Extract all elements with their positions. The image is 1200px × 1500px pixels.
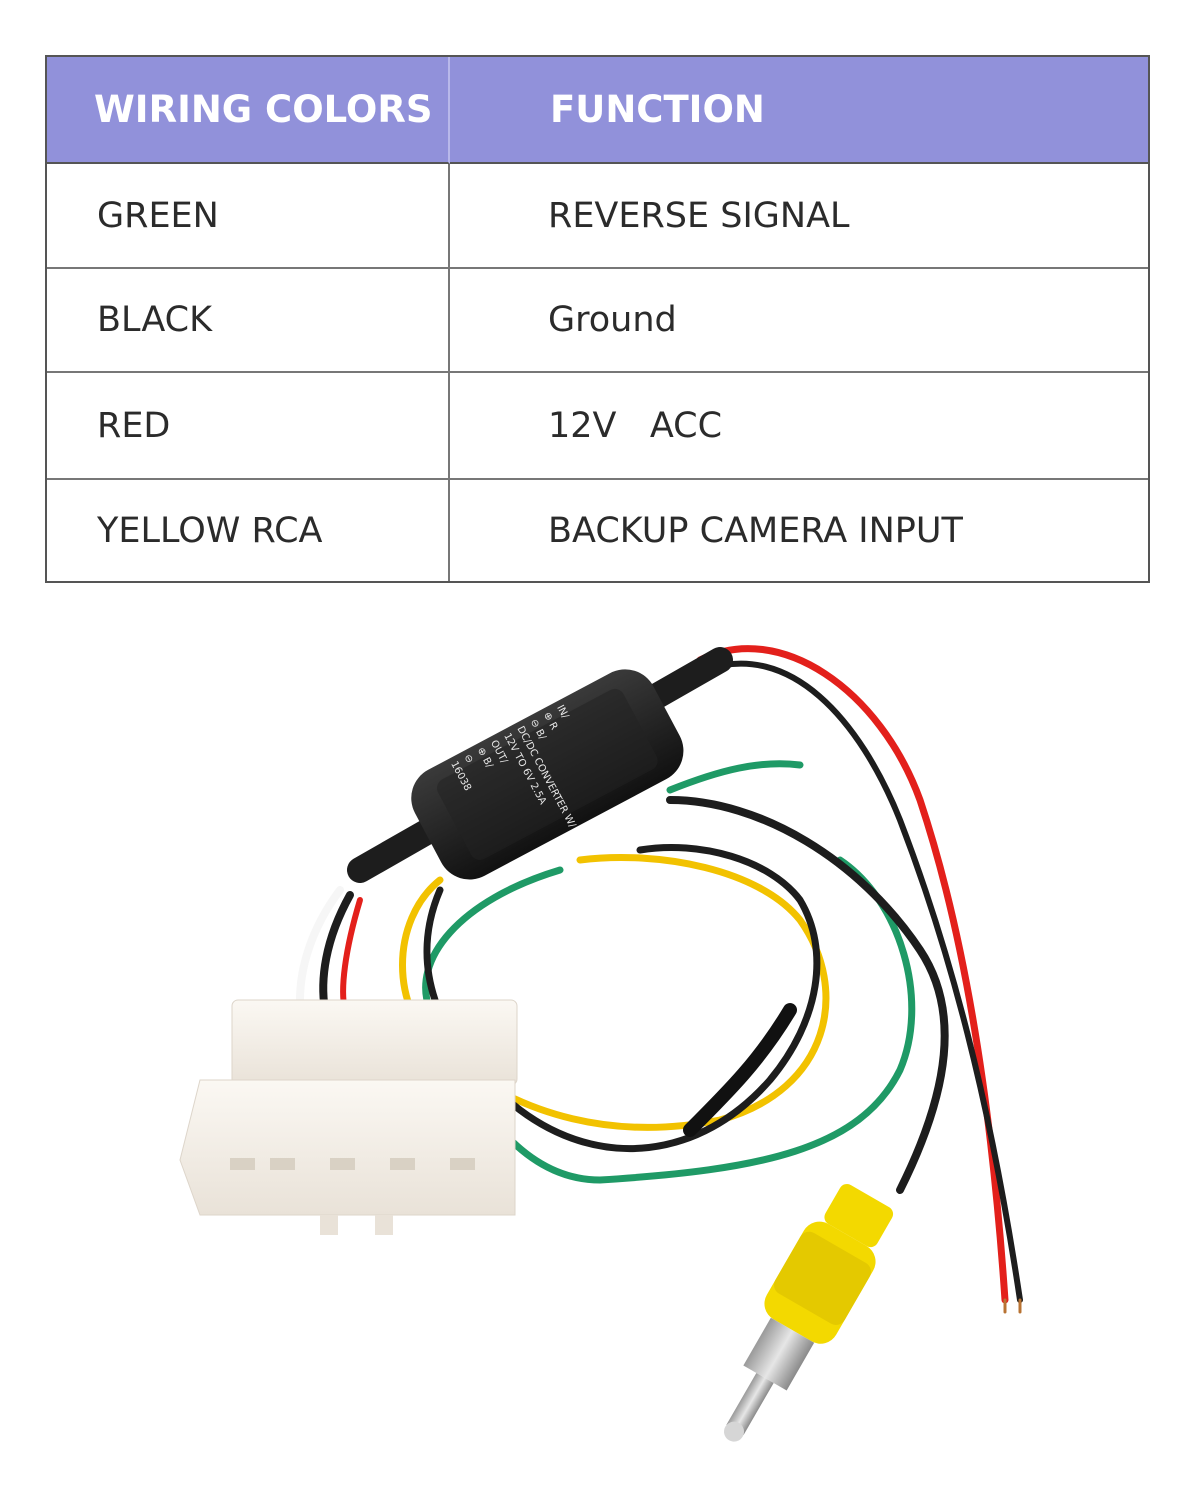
header-function: FUNCTION xyxy=(450,57,1148,164)
header-wiring-colors: WIRING COLORS xyxy=(47,57,450,164)
row-3-color: RED xyxy=(47,373,450,480)
row-2-function: Ground xyxy=(450,269,1148,373)
white-connector xyxy=(179,999,518,1235)
harness-photo: IN/ ⊕ R ⊖ B/ DC/DC CONVERTER W/ 12V TO 6… xyxy=(179,645,1023,1442)
row-3-function: 12V ACC xyxy=(450,373,1148,480)
wiring-table: WIRING COLORS FUNCTION GREEN REVERSE SIG… xyxy=(45,55,1150,583)
dc-converter-box: IN/ ⊕ R ⊖ B/ DC/DC CONVERTER W/ 12V TO 6… xyxy=(347,647,733,883)
row-4-color: YELLOW RCA xyxy=(47,480,450,581)
rca-plug xyxy=(724,1184,894,1442)
row-1-color: GREEN xyxy=(47,164,450,269)
row-2-color: BLACK xyxy=(47,269,450,373)
red-wire xyxy=(696,645,1023,1314)
row-4-function: BACKUP CAMERA INPUT xyxy=(548,510,963,551)
row-1-function: REVERSE SIGNAL xyxy=(450,164,1148,269)
